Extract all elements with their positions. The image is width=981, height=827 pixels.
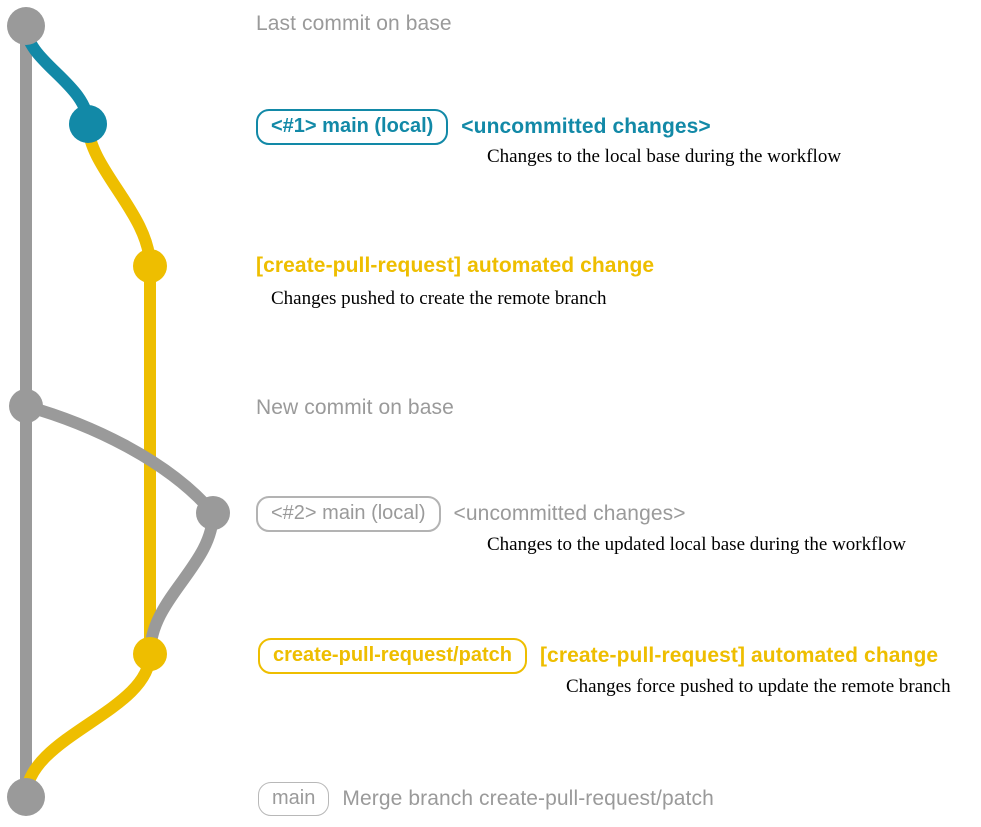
commit-row-last-commit-on-base: Last commit on base bbox=[256, 12, 452, 36]
commit-row-automated-change-create: [create-pull-request] automated change bbox=[256, 254, 654, 278]
commit-description-automated-change-update: Changes force pushed to update the remot… bbox=[566, 676, 951, 697]
commit-node-local-2[interactable] bbox=[196, 496, 230, 530]
branch-badge-main-local-1[interactable]: <#1> main (local) bbox=[256, 109, 449, 145]
commit-subject-automated-change-update: [create-pull-request] automated change bbox=[539, 644, 939, 667]
branch-badge-create-pull-request-patch[interactable]: create-pull-request/patch bbox=[258, 638, 527, 674]
commit-description-local-uncommitted-1: Changes to the local base during the wor… bbox=[487, 146, 842, 167]
commit-nodes bbox=[7, 7, 230, 816]
commit-subject-merge: Merge branch create-pull-request/patch bbox=[342, 787, 714, 810]
branch-badge-main-local-2[interactable]: <#2> main (local) bbox=[256, 496, 441, 532]
commit-label-new-commit-on-base: New commit on base bbox=[256, 396, 454, 419]
commit-row-local-uncommitted-2: <#2> main (local) <uncommitted changes> bbox=[256, 496, 686, 532]
branch-badge-main[interactable]: main bbox=[258, 782, 330, 816]
commit-description-local-uncommitted-2: Changes to the updated local base during… bbox=[487, 534, 906, 555]
commit-row-new-commit-on-base: New commit on base bbox=[256, 396, 454, 420]
commit-node-base-merge[interactable] bbox=[7, 778, 45, 816]
edge-basenew-to-local2 bbox=[20, 400, 219, 519]
commit-node-local-1[interactable] bbox=[69, 105, 107, 143]
commit-node-base-top[interactable] bbox=[7, 7, 45, 45]
edge-local2-to-patch-update bbox=[144, 507, 219, 660]
commit-description-automated-change-create: Changes pushed to create the remote bran… bbox=[271, 288, 607, 309]
commit-row-local-uncommitted-1: <#1> main (local) <uncommitted changes> bbox=[256, 109, 711, 145]
commit-subject-uncommitted-1: <uncommitted changes> bbox=[461, 115, 711, 138]
commit-node-base-new[interactable] bbox=[9, 389, 43, 423]
commit-row-merge-commit: main Merge branch create-pull-request/pa… bbox=[258, 782, 714, 816]
commit-label-last-commit-on-base: Last commit on base bbox=[256, 12, 452, 35]
edge-patch-update-to-merge bbox=[20, 648, 156, 803]
commit-node-patch-create[interactable] bbox=[133, 249, 167, 283]
commit-row-automated-change-update: create-pull-request/patch [create-pull-r… bbox=[258, 638, 938, 674]
commit-subject-uncommitted-2: <uncommitted changes> bbox=[453, 502, 686, 525]
commit-node-patch-update[interactable] bbox=[133, 637, 167, 671]
commit-subject-automated-change-create: [create-pull-request] automated change bbox=[256, 254, 655, 277]
edge-local1-to-patch-create bbox=[82, 118, 156, 272]
